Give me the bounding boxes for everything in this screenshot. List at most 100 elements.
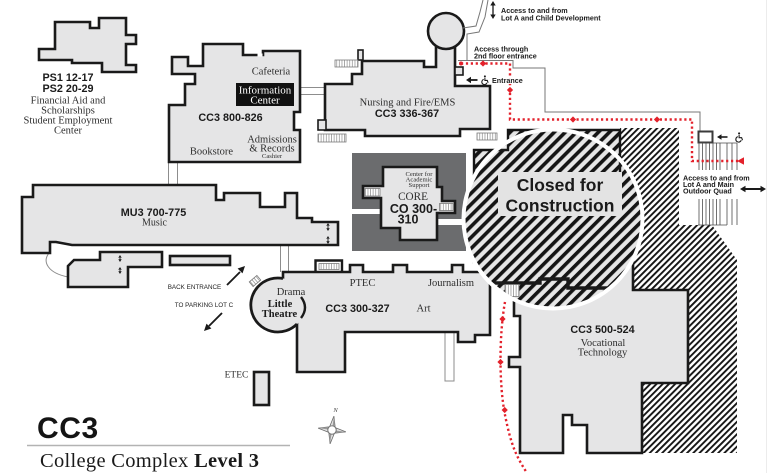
mu3-room-range: MU3 700-775 xyxy=(121,207,186,219)
art-label: Art xyxy=(417,304,431,315)
quad-access-structures xyxy=(697,130,738,226)
stairs-icon xyxy=(439,203,454,211)
wheelchair-body xyxy=(484,77,489,83)
little-theatre-wall xyxy=(249,276,298,334)
cashier-label: Cashier xyxy=(262,153,283,160)
closed-label-box xyxy=(498,172,622,216)
closed-label-line: Construction xyxy=(506,196,615,216)
route-marker xyxy=(499,315,506,323)
wheelchair-wheel xyxy=(481,78,488,86)
arrow-head xyxy=(717,134,722,140)
wheelchair-head xyxy=(483,75,486,78)
ps-description-line: Scholarships xyxy=(41,106,95,117)
door-arrow-icon xyxy=(326,223,330,231)
core-name: CORE xyxy=(398,191,428,203)
cc3-500-name: Vocational xyxy=(581,338,626,349)
arrow-shaft xyxy=(208,312,223,327)
child-development-path-edge xyxy=(466,0,489,60)
second-floor-walkway-outline xyxy=(458,60,701,131)
building-mu3-narrow-wing xyxy=(168,254,232,267)
building-etec xyxy=(252,370,271,407)
building-ps xyxy=(37,16,138,74)
little-theatre-label: Theatre xyxy=(262,309,298,320)
second-floor-access-note: 2nd floor entrance xyxy=(474,52,537,61)
arrow-head xyxy=(204,323,212,331)
admissions-label: Admissions xyxy=(247,135,297,146)
route-marker xyxy=(506,86,514,94)
arrow-shaft xyxy=(226,271,241,286)
information-center-box xyxy=(236,83,294,106)
map-subtitle-level: Level 3 xyxy=(194,450,259,472)
wheelchair-wheel xyxy=(735,136,742,143)
corridor-cc3-800-to-mu3 xyxy=(168,162,178,185)
cc3-500-name: Technology xyxy=(578,348,628,359)
ps-description-line: Financial Aid and xyxy=(31,96,106,107)
stairs-icon xyxy=(318,263,340,270)
cc3-500-room-range: CC3 500-524 xyxy=(570,324,634,336)
ps-description-line: Student Employment xyxy=(24,116,113,127)
core-center-label: Support xyxy=(409,182,430,189)
information-center-label: Center xyxy=(250,95,280,107)
building-mu3 xyxy=(20,183,340,255)
compass-rose-icon: N xyxy=(317,407,347,445)
etec-label: ETEC xyxy=(225,371,249,381)
core-complex xyxy=(352,153,466,251)
map-subtitle-name: College Complex xyxy=(40,450,189,472)
wheelchair-icon xyxy=(481,75,489,86)
corridor-cc3-300-south xyxy=(444,332,455,382)
route-marker xyxy=(497,358,504,366)
nursing-entrance-vestibule xyxy=(454,66,464,76)
second-floor-access-note: Access through xyxy=(474,45,528,54)
cc3-800-north-door xyxy=(257,53,263,57)
core-east-walkway xyxy=(436,219,466,225)
core-center-label: Academic xyxy=(406,177,433,184)
entrance-arrow-icon xyxy=(466,76,478,84)
wheelchair-body xyxy=(738,134,744,141)
ps-room-range: PS1 12-17 xyxy=(42,72,93,84)
ps-room-range: PS2 20-29 xyxy=(42,83,93,95)
stairs-icon xyxy=(334,59,359,68)
stairs-icon xyxy=(364,188,381,197)
closed-building-south-wall xyxy=(465,277,640,290)
stairs-icon xyxy=(248,274,262,288)
stairs-icon xyxy=(476,132,498,141)
path-mu3-west xyxy=(45,252,69,278)
route-start-dot xyxy=(459,61,463,66)
wheelchair-head xyxy=(738,132,741,135)
building-mu3-annex xyxy=(66,250,164,289)
route-marker xyxy=(501,406,508,414)
main-quad-access-note: Access to and from xyxy=(683,174,750,183)
child-development-double-arrow-icon xyxy=(490,1,496,19)
accessible-route-line xyxy=(461,62,738,163)
stairs-icon xyxy=(698,142,738,170)
nursing-rotunda xyxy=(426,11,466,51)
information-center-label: Information xyxy=(239,85,292,97)
mu3-name: Music xyxy=(142,218,168,229)
parking-lot-c-arrow-icon xyxy=(204,312,223,331)
closed-for-construction-callout: Closed for Construction xyxy=(461,127,645,311)
accessible-route-south xyxy=(497,301,529,473)
cc3-300-stair-enclosure xyxy=(314,259,344,272)
arrow-heads xyxy=(490,1,496,19)
compass-center xyxy=(327,425,337,435)
door-arrow-icon xyxy=(118,255,122,262)
admissions-label: & Records xyxy=(249,144,294,155)
route-arrowhead-icon xyxy=(737,157,744,165)
corridor-mu3-to-cc3-300 xyxy=(280,245,289,272)
core-center-label: Center for xyxy=(406,171,434,178)
door-arrow-icon xyxy=(326,236,330,244)
stairs-icon xyxy=(698,199,738,226)
corridors xyxy=(45,87,455,382)
child-development-access-note: Lot A and Child Development xyxy=(501,13,601,22)
back-entrance-label: BACK ENTRANCE xyxy=(168,284,222,291)
arrow-head xyxy=(237,266,245,274)
cc3-800-room-range: CC3 800-826 xyxy=(198,112,262,124)
corridor-cc3-800-to-nursing xyxy=(300,87,325,95)
nursing-room-range: CC3 336-367 xyxy=(375,108,439,120)
child-development-access-note: Access to and from xyxy=(501,6,568,15)
elevator-icon xyxy=(697,130,714,144)
nursing-west-vestibule xyxy=(317,119,327,131)
stairs-icon xyxy=(317,133,347,143)
nursing-stair-tower xyxy=(357,49,364,61)
